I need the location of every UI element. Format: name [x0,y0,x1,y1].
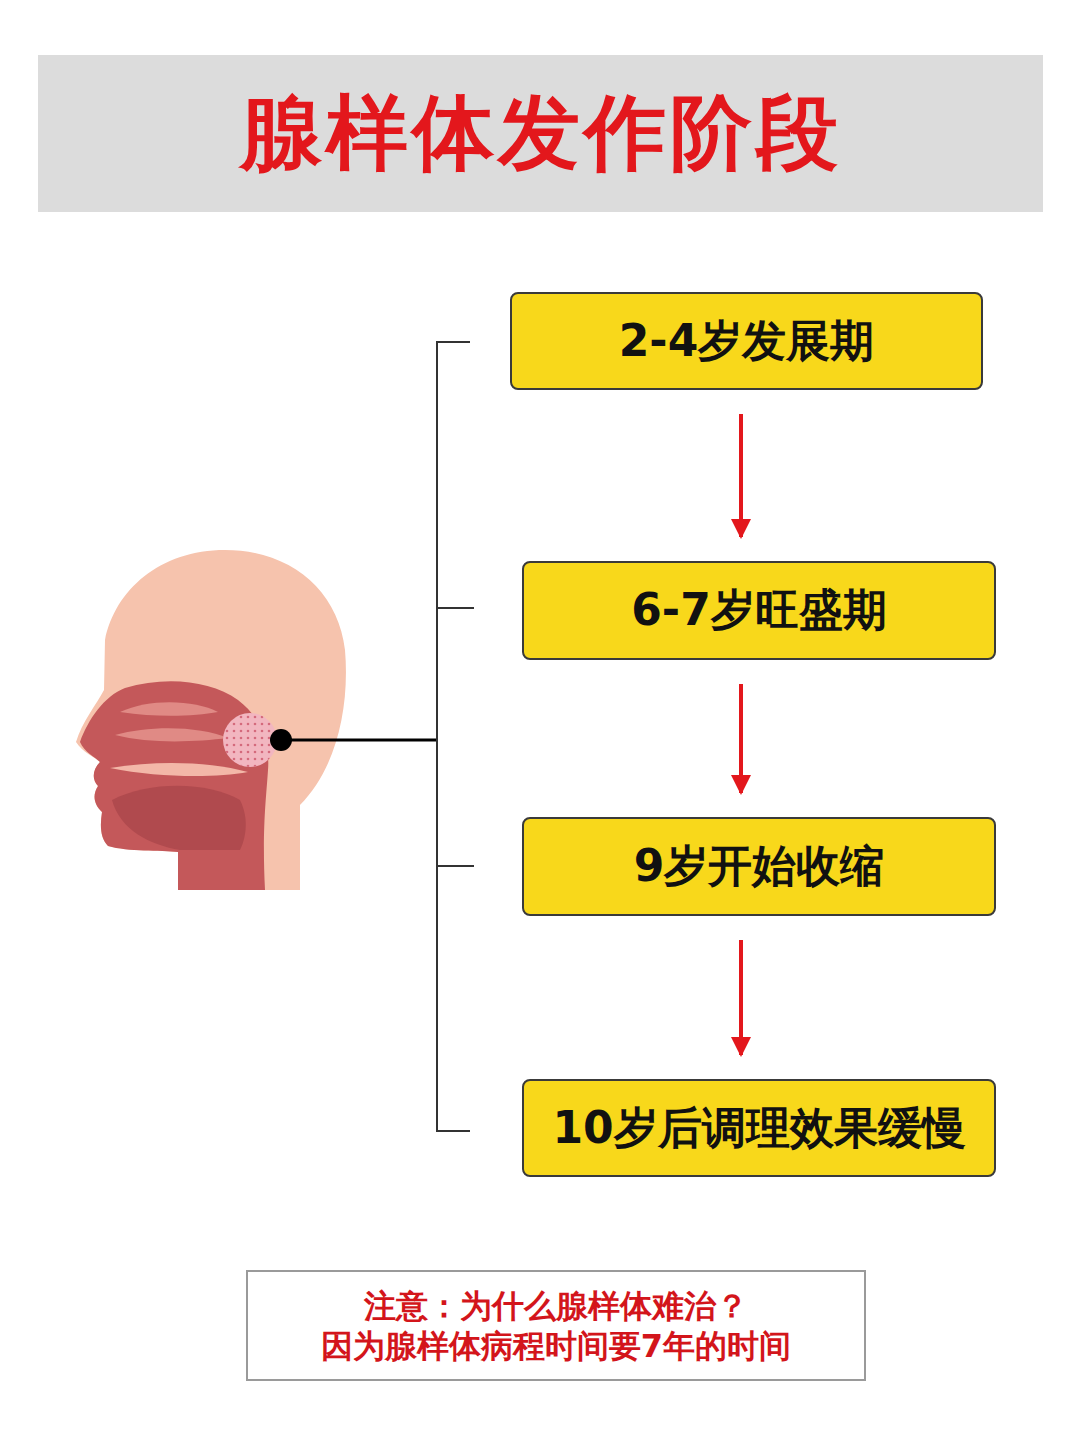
title-box: 腺样体发作阶段 [38,55,1043,212]
leader-dot [270,729,292,751]
turbinate [120,702,218,716]
note-box: 注意：为什么腺样体难治？因为腺样体病程时间要7年的时间 [246,1270,866,1381]
flow-arrow [739,684,743,793]
stage-box: 9岁开始收缩 [522,817,996,916]
stage-box: 10岁后调理效果缓慢 [522,1079,996,1177]
palate [110,763,248,776]
stage-label: 2-4岁发展期 [619,312,875,371]
stage-label: 10岁后调理效果缓慢 [552,1099,965,1158]
stage-box: 6-7岁旺盛期 [522,561,996,660]
tongue [112,786,246,850]
bracket [437,342,474,1131]
turbinate [115,728,228,741]
nasal-oral-cavity [80,681,268,890]
head-skin [76,550,346,890]
stage-label: 9岁开始收缩 [634,837,885,896]
leader-line [281,739,437,742]
flow-arrow [739,414,743,537]
stage-box: 2-4岁发展期 [510,292,983,390]
note-text: 因为腺样体病程时间要7年的时间 [321,1326,791,1366]
flow-arrow [739,940,743,1055]
title: 腺样体发作阶段 [240,79,842,189]
note-text: 注意：为什么腺样体难治？ [364,1286,748,1326]
adenoid-texture [223,713,277,767]
adenoid [223,713,277,767]
stage-label: 6-7岁旺盛期 [631,581,887,640]
